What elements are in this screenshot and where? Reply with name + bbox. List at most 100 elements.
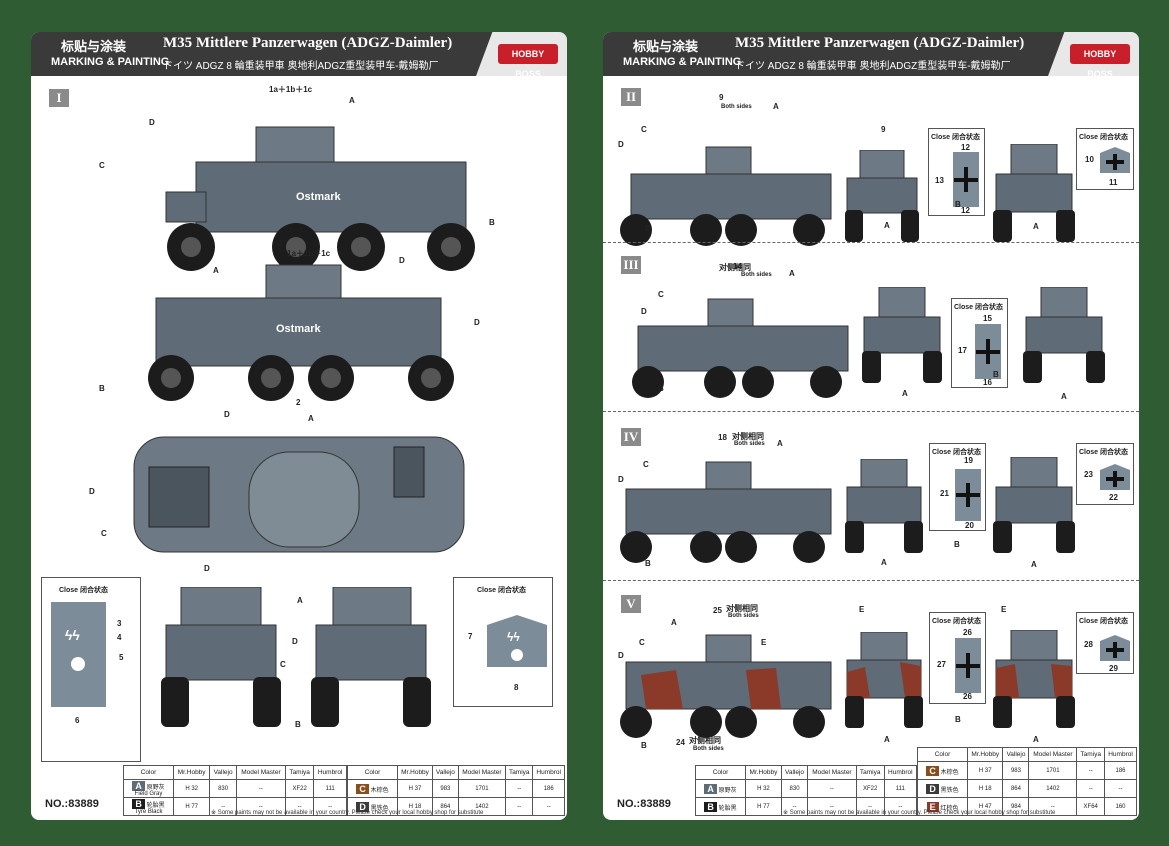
both-sides-note: Both sides	[693, 746, 724, 752]
decal-callout-2: 2	[296, 398, 301, 407]
side-view-right: Ostmark	[148, 264, 454, 401]
close-caption: Close 闭合状态	[931, 134, 981, 141]
cross-decal	[975, 324, 1001, 379]
page-header: 标贴与涂装 MARKING & PAINTING M35 Mittlere Pa…	[603, 32, 1139, 76]
section-number: I	[49, 89, 69, 107]
header-english: MARKING & PAINTING	[51, 56, 170, 68]
front-view-section-4	[845, 459, 923, 553]
color-callout-c: C	[641, 125, 647, 134]
decal-number: 17	[958, 346, 967, 355]
color-callout-b: B	[658, 384, 664, 393]
color-callout-d: D	[224, 410, 230, 419]
decal-detail-box	[1076, 612, 1134, 674]
close-caption: Close 闭合状态	[1079, 134, 1129, 141]
decal-number: 7	[468, 632, 473, 641]
color-callout-c: C	[280, 660, 286, 669]
both-sides-note: Both sides	[741, 272, 772, 278]
svg-text:Ostmark: Ostmark	[276, 323, 322, 335]
color-callout-b: B	[993, 370, 999, 379]
color-callout-d: D	[641, 307, 647, 316]
header-title: M35 Mittlere Panzerwagen (ADGZ-Daimler)	[163, 35, 453, 51]
decal-number: 8	[514, 683, 519, 692]
front-view-section-5	[845, 632, 923, 728]
color-callout-a: A	[349, 96, 355, 105]
rear-view-section-2	[993, 144, 1075, 242]
section-number: II	[621, 88, 641, 106]
color-callout-c: C	[643, 460, 649, 469]
decal-number: 10	[1085, 155, 1094, 164]
close-caption: Close 闭合状态	[932, 449, 982, 456]
rear-view	[311, 587, 431, 727]
decal-number: 19	[964, 456, 973, 465]
decal-number: 12	[961, 206, 970, 215]
decal-number: 6	[75, 716, 80, 725]
color-callout-d: D	[149, 118, 155, 127]
front-view-section-2	[845, 150, 919, 242]
header-subtitle: ドイツ ADGZ 8 輪重装甲車 奥地利ADGZ重型装甲车-戴姆勒厂	[735, 61, 1011, 72]
decal-number: 9	[719, 93, 724, 102]
close-caption: Close 闭合状态	[477, 587, 527, 594]
decal-number: 20	[965, 521, 974, 530]
color-callout-b: B	[955, 715, 961, 724]
decal-number: 3	[117, 619, 122, 628]
decal-detail-box	[1076, 443, 1134, 505]
both-sides-note: Both sides	[734, 441, 765, 447]
decal-number: 21	[940, 489, 949, 498]
decal-detail-box	[928, 128, 985, 216]
decal-number: 23	[1084, 470, 1093, 479]
color-callout-b: B	[641, 741, 647, 750]
close-caption: Close 闭合状态	[59, 587, 109, 594]
color-callout-a: A	[1033, 222, 1039, 231]
both-sides-note: Both sides	[721, 104, 752, 110]
top-view	[133, 436, 465, 553]
rear-cross-decal	[1100, 464, 1130, 490]
decal-number: 9	[881, 125, 886, 134]
side-view-section-3	[632, 298, 849, 398]
paint-note: ※ Some paints may not be available in yo…	[783, 810, 1056, 816]
color-callout-a: A	[671, 618, 677, 627]
front-view	[161, 587, 281, 727]
close-caption: Close 闭合状态	[1079, 618, 1129, 625]
color-callout-d: D	[618, 140, 624, 149]
color-callout-a: A	[213, 266, 219, 275]
color-callout-a: A	[1031, 560, 1037, 569]
side-view-section-5	[620, 634, 832, 738]
paint-note: ※ Some paints may not be available in yo…	[211, 810, 484, 816]
decal-detail-box	[929, 443, 986, 531]
close-caption: Close 闭合状态	[932, 618, 982, 625]
color-callout-e: E	[859, 605, 865, 614]
instruction-page-right: 标贴与涂装 MARKING & PAINTING M35 Mittlere Pa…	[603, 32, 1139, 820]
color-callout-b: B	[489, 218, 495, 227]
color-callout-a: A	[881, 558, 887, 567]
close-caption: Close 闭合状态	[1079, 449, 1129, 456]
decal-number: 26	[963, 628, 972, 637]
color-callout-c: C	[658, 290, 664, 299]
color-callout-a: A	[777, 439, 783, 448]
decal-callout-2: 2	[279, 239, 284, 248]
svg-text:Ostmark: Ostmark	[296, 191, 342, 203]
side-view-section-2	[620, 146, 832, 246]
color-callout-c: C	[639, 638, 645, 647]
decal-callout: 1a＋1b＋1c	[287, 249, 331, 258]
color-callout-d: D	[474, 318, 480, 327]
color-callout-c: C	[101, 529, 107, 538]
rear-view-section-4	[993, 457, 1075, 553]
rear-cross-decal	[1100, 635, 1130, 661]
side-view-section-4	[620, 461, 832, 563]
decal-number: 15	[983, 314, 992, 323]
color-callout-a: A	[884, 735, 890, 744]
hobby-boss-logo: HOBBY BOSS	[1048, 32, 1139, 76]
color-callout-d: D	[292, 637, 298, 646]
color-callout-d: D	[89, 487, 95, 496]
both-sides-note-cn: 对侧相同	[689, 736, 721, 745]
decal-number: 5	[119, 653, 124, 662]
hobby-boss-logo: HOBBY BOSS	[476, 32, 567, 76]
decal-number: 11	[1109, 178, 1118, 187]
both-sides-note: Both sides	[728, 613, 759, 619]
decal-number: 29	[1109, 664, 1118, 673]
section-number: V	[621, 595, 641, 613]
